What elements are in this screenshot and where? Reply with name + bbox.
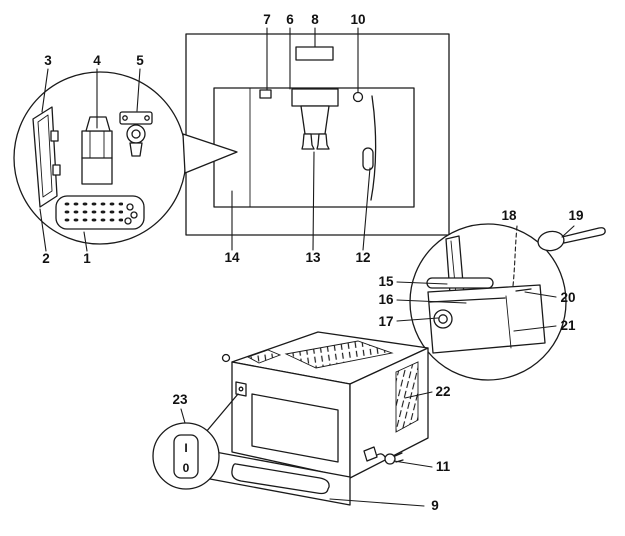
- drip-tray-recess: [231, 463, 330, 495]
- leader-9: [329, 498, 425, 507]
- leader-23: [180, 408, 186, 424]
- valve-assembly: [119, 111, 153, 125]
- callout-7: 7: [263, 12, 271, 27]
- callout-3: 3: [44, 53, 52, 68]
- front-door-outline: [251, 393, 339, 463]
- leader-11: [393, 460, 433, 468]
- callout-23: 23: [172, 392, 188, 407]
- leader-17: [396, 317, 439, 322]
- callout-numbers: 1 2 3 4 5 6 7 8 9 10 11 12 13 14 15 16 1…: [42, 12, 583, 513]
- small-grille: [246, 349, 282, 364]
- callout-16: 16: [378, 292, 394, 307]
- tank-handle: [426, 277, 494, 289]
- leader-20: [524, 291, 557, 298]
- callout-4: 4: [93, 53, 101, 68]
- water-tank-body: [427, 284, 546, 354]
- callout-14: 14: [224, 250, 240, 265]
- display: [295, 46, 334, 61]
- scoop-bowl: [537, 230, 565, 252]
- callout-12: 12: [355, 250, 370, 265]
- callout-8: 8: [311, 12, 319, 27]
- machine-perspective-view: [209, 331, 429, 506]
- leader-12: [362, 167, 371, 251]
- callout-18: 18: [501, 208, 517, 223]
- leader-13: [312, 151, 315, 251]
- leader-15: [396, 281, 448, 285]
- leader-21: [513, 325, 557, 332]
- door-release: [259, 89, 272, 99]
- leader-5: [136, 68, 141, 112]
- callout-6: 6: [286, 12, 294, 27]
- front-view: [185, 33, 450, 236]
- door-latch-bottom: [52, 164, 61, 176]
- scoop-handle: [561, 227, 606, 244]
- cord-socket: [363, 446, 378, 462]
- power-switch-view: I 0: [152, 393, 239, 490]
- cup-warmer-grille: [284, 340, 394, 369]
- spout-housing: [291, 88, 339, 107]
- callout-11: 11: [436, 459, 451, 474]
- power-plug: [384, 453, 396, 465]
- callout-20: 20: [560, 290, 575, 305]
- switch-off-label: 0: [183, 461, 190, 475]
- callout-19: 19: [568, 208, 583, 223]
- callout-13: 13: [305, 250, 321, 265]
- callout-17: 17: [378, 314, 393, 329]
- leader-19: [561, 225, 575, 238]
- power-switch: [173, 434, 199, 479]
- tank-door-edge: [370, 95, 377, 201]
- callout-2: 2: [42, 251, 50, 266]
- water-tank-view: [409, 223, 567, 381]
- callout-22: 22: [435, 384, 450, 399]
- leader-1: [83, 231, 88, 252]
- tank-lid-line: [429, 297, 506, 303]
- callout-1: 1: [83, 251, 91, 266]
- magnifier-pointer: [182, 133, 238, 174]
- switch-on-label: I: [184, 441, 187, 455]
- max-fill-mark: [515, 288, 532, 292]
- callout-10: 10: [350, 12, 365, 27]
- coffee-spouts: [300, 105, 330, 135]
- leader-22: [404, 391, 433, 399]
- internal-parts-view: [13, 71, 187, 245]
- door-latch-top: [50, 130, 59, 142]
- leader-18: [512, 225, 518, 287]
- leader-lines: [39, 27, 575, 507]
- callout-21: 21: [560, 318, 576, 333]
- callout-15: 15: [378, 274, 394, 289]
- leader-16: [396, 299, 467, 304]
- callout-9: 9: [431, 498, 439, 513]
- leader-3: [41, 68, 49, 113]
- drip-grid-holes: [63, 202, 123, 223]
- steam-nozzle-dot: [352, 91, 364, 103]
- tank-door-handle: [362, 147, 374, 171]
- leader-2: [39, 208, 47, 252]
- measuring-scoop: [537, 227, 606, 252]
- callout-5: 5: [136, 53, 144, 68]
